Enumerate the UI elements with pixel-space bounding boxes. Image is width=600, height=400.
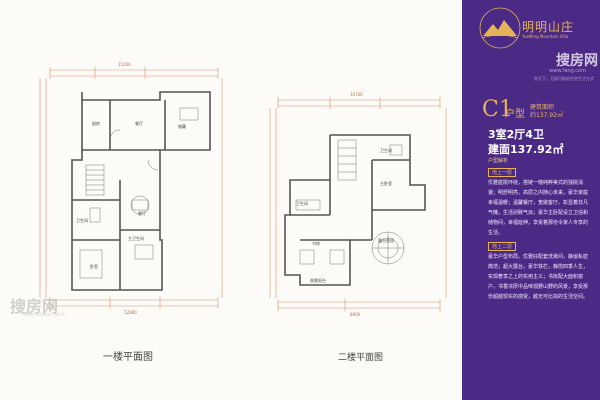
room-kitchen-label: 厨房 xyxy=(92,120,100,126)
watermark-logo: 搜房网 xyxy=(556,53,598,69)
room-master-bath-label: 主卫生间 xyxy=(128,235,144,241)
room-bath2-label: 卫生间 xyxy=(380,147,392,153)
first-floor-label: 一楼平面图 xyxy=(103,350,153,363)
room-bath1-label: 卫生间 xyxy=(76,217,88,223)
room-bedroom-label: 卧室 xyxy=(90,263,98,269)
section-text-floor2: 豪华户型布局，优雅好配套洗漱间，静谧私密典范；超大露台，豪华铁栏，静揽四季人生，… xyxy=(488,254,589,300)
unit-type-suffix: 户型 xyxy=(505,109,525,120)
room-bath3-label: 卫生间 xyxy=(296,200,308,206)
stamp-watermark-url: www.soufun.com xyxy=(22,312,65,318)
watermark-url: www.fang.com xyxy=(549,68,586,74)
room-master-label: 主卧室 xyxy=(380,180,392,186)
unit-code: C1 xyxy=(482,97,513,122)
second-floor-fixtures xyxy=(295,139,405,265)
area-value: 约137.92㎡ xyxy=(530,112,563,119)
analysis-title: 户型解析 xyxy=(488,158,509,164)
stamp-watermark: 搜房网 xyxy=(10,297,59,316)
second-floor-top-dimension: 10700 xyxy=(350,92,363,97)
info-panel: 明明山庄 YueMing Mountain Villa 搜房网 www.fang… xyxy=(462,0,600,400)
watermark-tagline: 房天下，无限可能的住房生活方式 xyxy=(534,76,594,81)
brand-name: 明明山庄 xyxy=(522,20,575,34)
unit-build-area: 建面137.92㎡ xyxy=(488,143,564,156)
room-storage-label: 储藏 xyxy=(178,123,186,129)
second-floor-walls xyxy=(284,134,426,286)
brand-logo-icon xyxy=(479,7,521,49)
room-terrace-label: 露台花园 xyxy=(378,237,394,243)
unit-layout: 3室2厅4卫 xyxy=(488,128,544,141)
second-floor-bottom-dimension: 8800 xyxy=(350,312,361,317)
room-living-label: 客厅 xyxy=(138,210,146,216)
first-floor-dimensions xyxy=(39,67,223,309)
second-floor-label: 二楼平面图 xyxy=(338,351,383,363)
second-floor-dimensions xyxy=(269,97,447,311)
room-dining-label: 餐厅 xyxy=(135,120,143,126)
section-title-floor2: 地上二层 xyxy=(488,242,517,251)
area-label: 建筑面积 xyxy=(530,104,555,111)
room-study-label: 书房 xyxy=(312,240,320,246)
first-floor-walls xyxy=(71,91,211,291)
room-balcony-label: 观景阳台 xyxy=(310,277,326,283)
section-text-floor1: 优雅庭院环绕，搭链一幢纯粹美式的独院消遣；明舒明亮，高层之内随心未来，豪华家庭幸… xyxy=(488,180,589,236)
section-title-floor1: 地上一层 xyxy=(488,168,517,177)
first-floor-bottom-dimension: 12600 xyxy=(124,310,137,315)
first-floor-top-dimension: 15200 xyxy=(118,62,131,67)
floor-plans-svg: 15200 12600 xyxy=(39,62,447,363)
floor-plans-area: 15200 12600 xyxy=(10,62,447,363)
first-floor-stairs xyxy=(79,107,199,279)
brand-subtitle: YueMing Mountain Villa xyxy=(522,34,569,39)
